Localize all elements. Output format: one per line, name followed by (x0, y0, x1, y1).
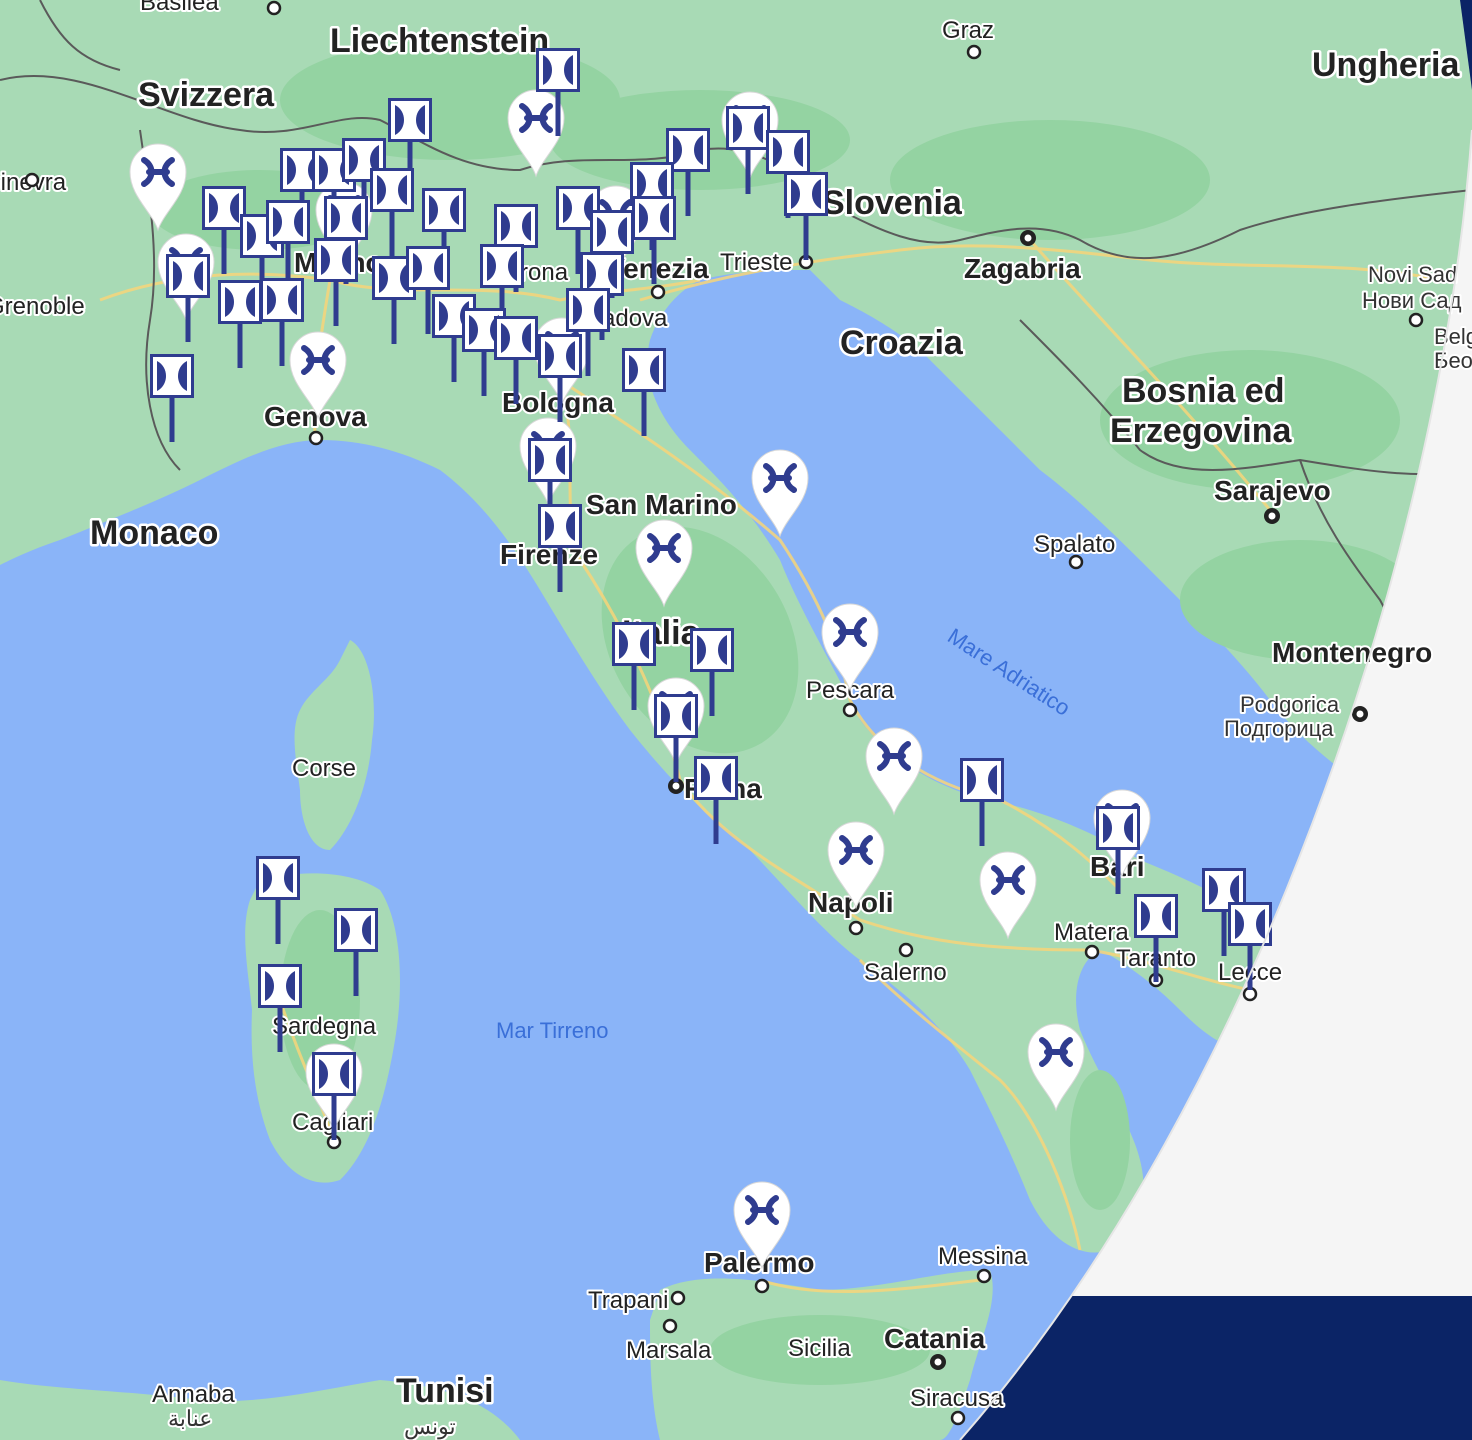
label-podgorica: Podgorica (1240, 692, 1340, 717)
label-corse: Corse (292, 755, 356, 782)
label-novi-sad: Novi Sad (1368, 262, 1457, 287)
land-corse (294, 640, 374, 850)
label-trieste: Trieste (720, 249, 792, 276)
label-croazia: Croazia (840, 324, 964, 362)
label-ungheria: Ungheria (1312, 46, 1460, 84)
roads (99, 239, 1441, 1294)
label-graz: Graz (942, 17, 994, 44)
label-matera: Matera (1054, 919, 1129, 946)
label-mar-tirreno: Mar Tirreno (496, 1018, 608, 1043)
label-catania: Catania (884, 1323, 986, 1354)
label-marsala: Marsala (626, 1337, 712, 1364)
arc-edge (959, 129, 1472, 1440)
label-sardegna: Sardegna (272, 1013, 377, 1040)
label-bosnia-2: Erzegovina (1110, 412, 1292, 450)
label-basilea: Basilea (140, 0, 219, 16)
label-tunisi-ar: تونس (404, 1414, 456, 1440)
capital-dots (668, 230, 1368, 1370)
label-liechtenstein: Liechtenstein (330, 22, 549, 60)
label-svizzera: Svizzera (138, 76, 275, 114)
label-salerno: Salerno (864, 959, 947, 986)
city-dots (24, 0, 1424, 1426)
label-annaba-ar: عنابة (168, 1406, 212, 1431)
label-tunisi: Tunisi (396, 1372, 494, 1410)
label-sarajevo: Sarajevo (1214, 475, 1331, 506)
label-sicilia: Sicilia (788, 1335, 851, 1362)
label-montenegro: Montenegro (1272, 637, 1432, 668)
label-grenoble: Grenoble (0, 293, 85, 320)
blue-edge (1460, 0, 1472, 90)
label-siracusa: Siracusa (910, 1385, 1004, 1412)
label-podgorica-cyr: Подгорица (1224, 716, 1334, 741)
label-annaba: Annaba (152, 1381, 235, 1408)
label-slovenia: Slovenia (822, 184, 963, 222)
label-zagabria: Zagabria (964, 253, 1081, 284)
land-africa (0, 1380, 520, 1440)
label-belgrado: Belg (1434, 324, 1472, 349)
label-san-marino: San Marino (586, 489, 737, 520)
label-bosnia-1: Bosnia ed (1122, 372, 1284, 410)
label-novi-sad-cyr: Нови Сад (1362, 288, 1462, 313)
label-messina: Messina (938, 1243, 1028, 1270)
label-monaco: Monaco (90, 514, 218, 552)
label-trapani: Trapani (588, 1287, 668, 1314)
label-spalato: Spalato (1034, 531, 1115, 558)
